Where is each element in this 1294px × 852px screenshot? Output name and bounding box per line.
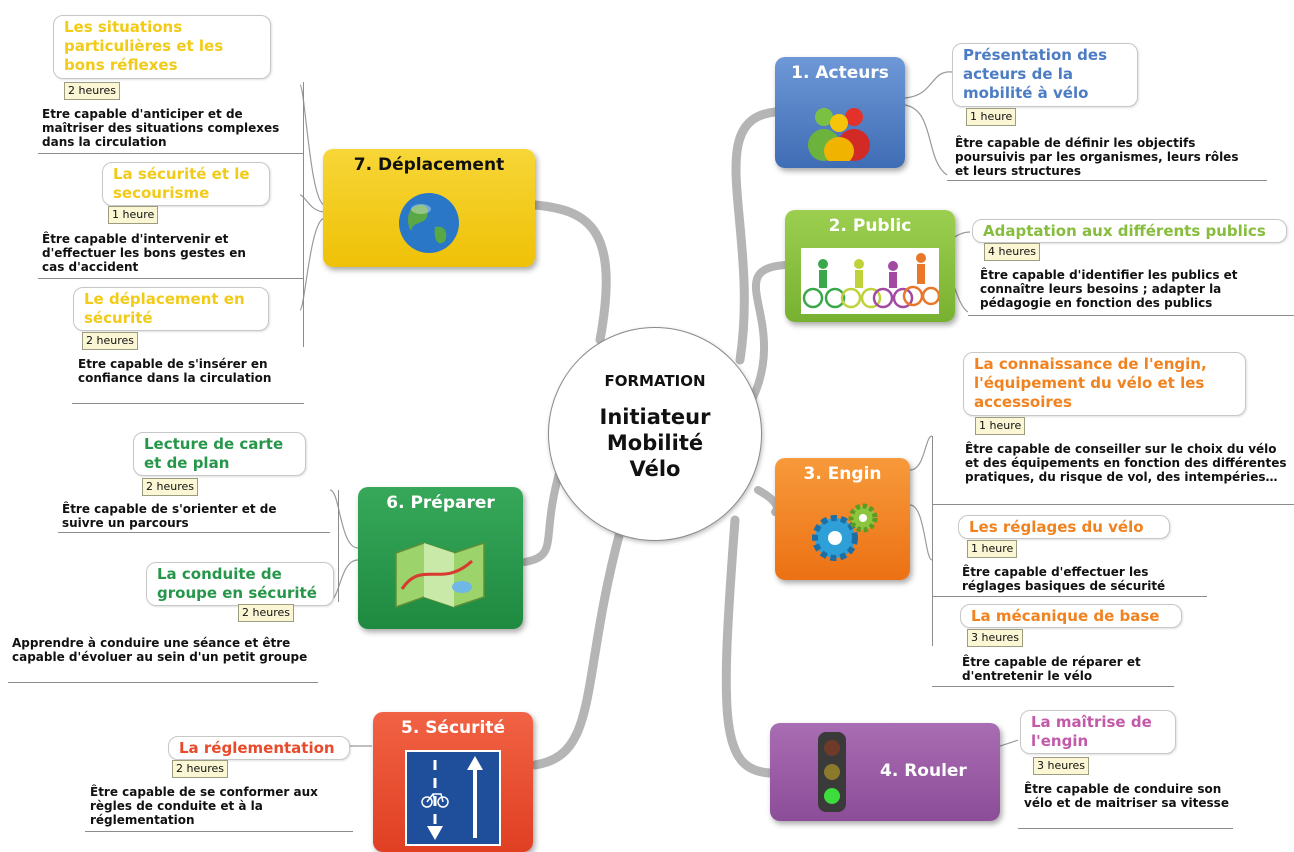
duration-badge: 1 heure [975,417,1026,435]
branch-title: 6. Préparer [386,493,495,513]
underline [38,278,304,279]
duration-badge: 2 heures [82,332,138,350]
topic-preparer-2[interactable]: La conduite de groupe en sécurité [146,562,334,606]
central-title-line: Mobilité [606,431,704,455]
underline [932,596,1207,597]
topic-description: Apprendre à conduire une séance et être … [12,636,308,664]
duration-badge: 1 heure [966,108,1017,126]
topic-description: Être capable d'intervenir et d'effectuer… [42,232,246,274]
branch-deplacement[interactable]: 7. Déplacement [323,149,535,267]
duration-badge: 3 heures [967,629,1023,647]
branch-title: 4. Rouler [880,761,967,781]
topic-deplacement-3[interactable]: Le déplacement en sécurité [73,287,269,331]
underline [38,153,304,154]
underline [8,682,318,683]
branch-securite[interactable]: 5. Sécurité [373,712,533,852]
map-icon [395,541,485,609]
topic-description: Etre capable d'anticiper et de maîtriser… [42,107,280,149]
underline [932,504,1294,505]
topic-deplacement-1[interactable]: Les situations particulières et les bons… [53,15,271,79]
topic-engin-2[interactable]: Les réglages du vélo [958,515,1170,539]
topic-description: Être capable de réparer et d'entretenir … [962,655,1141,683]
underline [72,403,304,404]
duration-badge: 2 heures [238,604,294,622]
branch-preparer[interactable]: 6. Préparer [358,487,523,629]
underline [58,532,330,533]
central-title-line: Initiateur [599,405,711,429]
topic-description: Être capable de se conformer aux règles … [90,785,318,827]
topic-description: Etre capable de s'insérer en confiance d… [78,357,272,385]
topic-description: Être capable de conseiller sur le choix … [965,442,1287,484]
topic-deplacement-2[interactable]: La sécurité et le secourisme [102,162,270,206]
duration-badge: 2 heures [172,760,228,778]
duration-badge: 2 heures [142,478,198,496]
branch-rouler[interactable]: 4. Rouler [770,723,1000,821]
underline [85,831,353,832]
topic-rouler-1[interactable]: La maîtrise de l'engin [1020,710,1176,754]
bracket-line [932,436,933,646]
topic-description: Être capable de définir les objectifs po… [955,136,1239,178]
underline [968,315,1294,316]
topic-securite-1[interactable]: La réglementation [168,736,350,760]
duration-badge: 2 heures [64,82,120,100]
globe-icon [399,193,459,253]
branch-public[interactable]: 2. Public [785,210,955,322]
branch-title: 1. Acteurs [791,63,889,83]
central-label: FORMATION [604,372,706,390]
topic-description: Être capable d'identifier les publics et… [980,268,1238,310]
central-title-line: Vélo [629,457,681,481]
topic-description: Être capable d'effectuer les réglages ba… [962,565,1166,593]
topic-preparer-1[interactable]: Lecture de carte et de plan [133,432,306,476]
central-node: FORMATION Initiateur Mobilité Vélo [548,327,762,541]
bracket-line [338,490,339,602]
branch-title: 3. Engin [803,464,882,484]
topic-engin-1[interactable]: La connaissance de l'engin, l'équipement… [963,352,1246,416]
underline [1018,828,1233,829]
cyclists-icon [801,248,939,314]
underline [947,180,1267,181]
topic-description: Être capable de s'orienter et de suivre … [62,502,277,530]
bike-lane-sign-icon [405,750,501,846]
duration-badge: 1 heure [108,206,159,224]
topic-acteurs-1[interactable]: Présentation des acteurs de la mobilité … [952,43,1138,107]
people-icon [808,108,870,161]
branch-engin[interactable]: 3. Engin [775,458,910,580]
topic-description: Être capable de conduire son vélo et de … [1024,782,1229,810]
duration-badge: 3 heures [1033,757,1089,775]
underline [932,686,1174,687]
traffic-light-icon [818,732,846,812]
branch-title: 2. Public [828,216,912,236]
gears-icon [812,503,878,561]
branch-title: 5. Sécurité [400,718,506,738]
bracket-line [303,82,304,347]
branch-title: 7. Déplacement [353,155,505,175]
duration-badge: 1 heure [967,540,1018,558]
duration-badge: 4 heures [984,243,1040,261]
topic-engin-3[interactable]: La mécanique de base [960,604,1182,628]
topic-public-1[interactable]: Adaptation aux différents publics [972,219,1287,243]
branch-acteurs[interactable]: 1. Acteurs [775,57,905,168]
